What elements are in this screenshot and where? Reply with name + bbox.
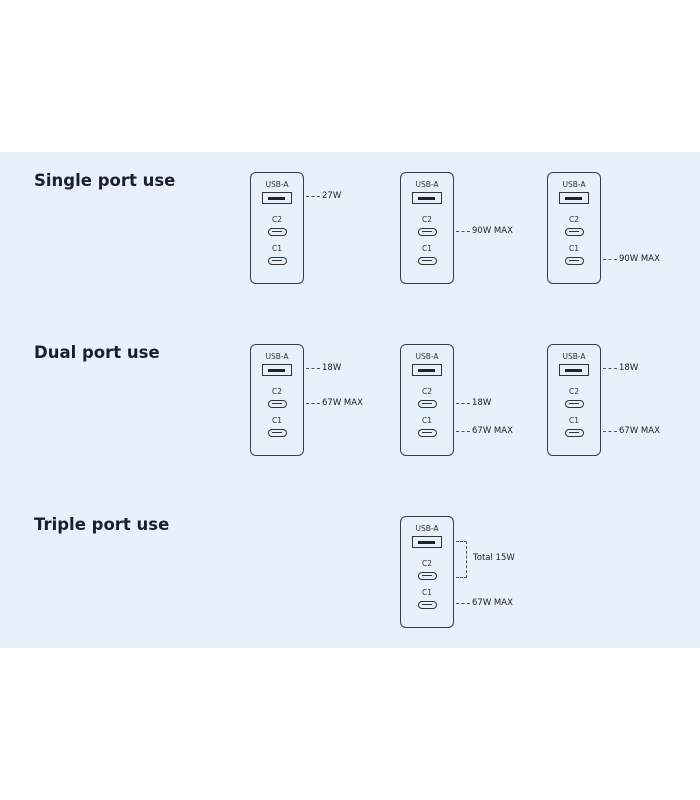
usb-a-label: USB-A: [415, 352, 439, 361]
c1-label: C1: [421, 244, 432, 253]
power-value: 90W MAX: [472, 226, 513, 236]
usb-a-label: USB-A: [265, 180, 289, 189]
c2-label: C2: [271, 215, 282, 224]
power-value: 67W MAX: [472, 426, 513, 436]
power-annotation: 18W: [306, 363, 341, 373]
power-value: 27W: [322, 191, 342, 201]
c1-label: C1: [271, 244, 282, 253]
dashed-leader-line: [456, 430, 470, 432]
dashed-leader-line: [603, 367, 617, 369]
usb-c1-port-icon: [565, 429, 584, 437]
usb-a-port-icon: [412, 364, 442, 376]
usb-c2-port-icon: [268, 228, 287, 236]
usb-c1-port-icon: [418, 429, 437, 437]
power-annotation: 90W MAX: [456, 226, 513, 236]
c2-label: C2: [568, 215, 579, 224]
c1-label: C1: [421, 416, 432, 425]
usb-c1-port-icon: [565, 257, 584, 265]
usb-c2-port-icon: [418, 400, 437, 408]
power-value: 18W: [322, 363, 342, 373]
section-title: Dual port use: [34, 343, 160, 362]
dashed-leader-line: [306, 367, 320, 369]
power-annotation: 27W: [306, 191, 341, 201]
power-value: 90W MAX: [619, 254, 660, 264]
usb-a-label: USB-A: [415, 180, 439, 189]
section-title: Triple port use: [34, 515, 170, 534]
dashed-leader-line: [456, 230, 470, 232]
power-annotation: 67W MAX: [456, 598, 513, 608]
dashed-leader-line: [456, 602, 470, 604]
power-value: 67W MAX: [322, 398, 363, 408]
dashed-leader-line: [603, 430, 617, 432]
dashed-leader-line: [456, 402, 470, 404]
usb-c2-port-icon: [565, 400, 584, 408]
power-annotation: 90W MAX: [603, 254, 660, 264]
usb-c2-port-icon: [418, 572, 437, 580]
diagram-background: [0, 152, 700, 648]
power-annotation: 18W: [456, 398, 491, 408]
usb-c2-port-icon: [565, 228, 584, 236]
dashed-bracket: [456, 541, 467, 578]
c2-label: C2: [421, 559, 432, 568]
c2-label: C2: [421, 215, 432, 224]
power-value: 67W MAX: [472, 598, 513, 608]
usb-a-port-icon: [559, 364, 589, 376]
usb-a-port-icon: [559, 192, 589, 204]
usb-a-port-icon: [412, 536, 442, 548]
usb-c1-port-icon: [418, 257, 437, 265]
power-annotation: 67W MAX: [306, 398, 363, 408]
power-annotation: 67W MAX: [603, 426, 660, 436]
power-value: 18W: [619, 363, 639, 373]
usb-a-label: USB-A: [415, 524, 439, 533]
c2-label: C2: [421, 387, 432, 396]
usb-a-port-icon: [262, 192, 292, 204]
usb-a-port-icon: [262, 364, 292, 376]
usb-c1-port-icon: [418, 601, 437, 609]
c1-label: C1: [568, 416, 579, 425]
dashed-leader-line: [603, 258, 617, 260]
usb-c1-port-icon: [268, 429, 287, 437]
c2-label: C2: [271, 387, 282, 396]
usb-a-label: USB-A: [562, 352, 586, 361]
usb-c2-port-icon: [418, 228, 437, 236]
usb-a-label: USB-A: [265, 352, 289, 361]
section-title: Single port use: [34, 171, 176, 190]
c1-label: C1: [568, 244, 579, 253]
usb-c2-port-icon: [268, 400, 287, 408]
usb-c1-port-icon: [268, 257, 287, 265]
power-annotation: 18W: [603, 363, 638, 373]
c1-label: C1: [271, 416, 282, 425]
dashed-leader-line: [306, 195, 320, 197]
power-value: 18W: [472, 398, 492, 408]
usb-a-port-icon: [412, 192, 442, 204]
power-value: 67W MAX: [619, 426, 660, 436]
usb-a-label: USB-A: [562, 180, 586, 189]
power-annotation: 67W MAX: [456, 426, 513, 436]
c2-label: C2: [568, 387, 579, 396]
c1-label: C1: [421, 588, 432, 597]
dashed-leader-line: [306, 402, 320, 404]
power-annotation: Total 15W: [473, 552, 515, 563]
